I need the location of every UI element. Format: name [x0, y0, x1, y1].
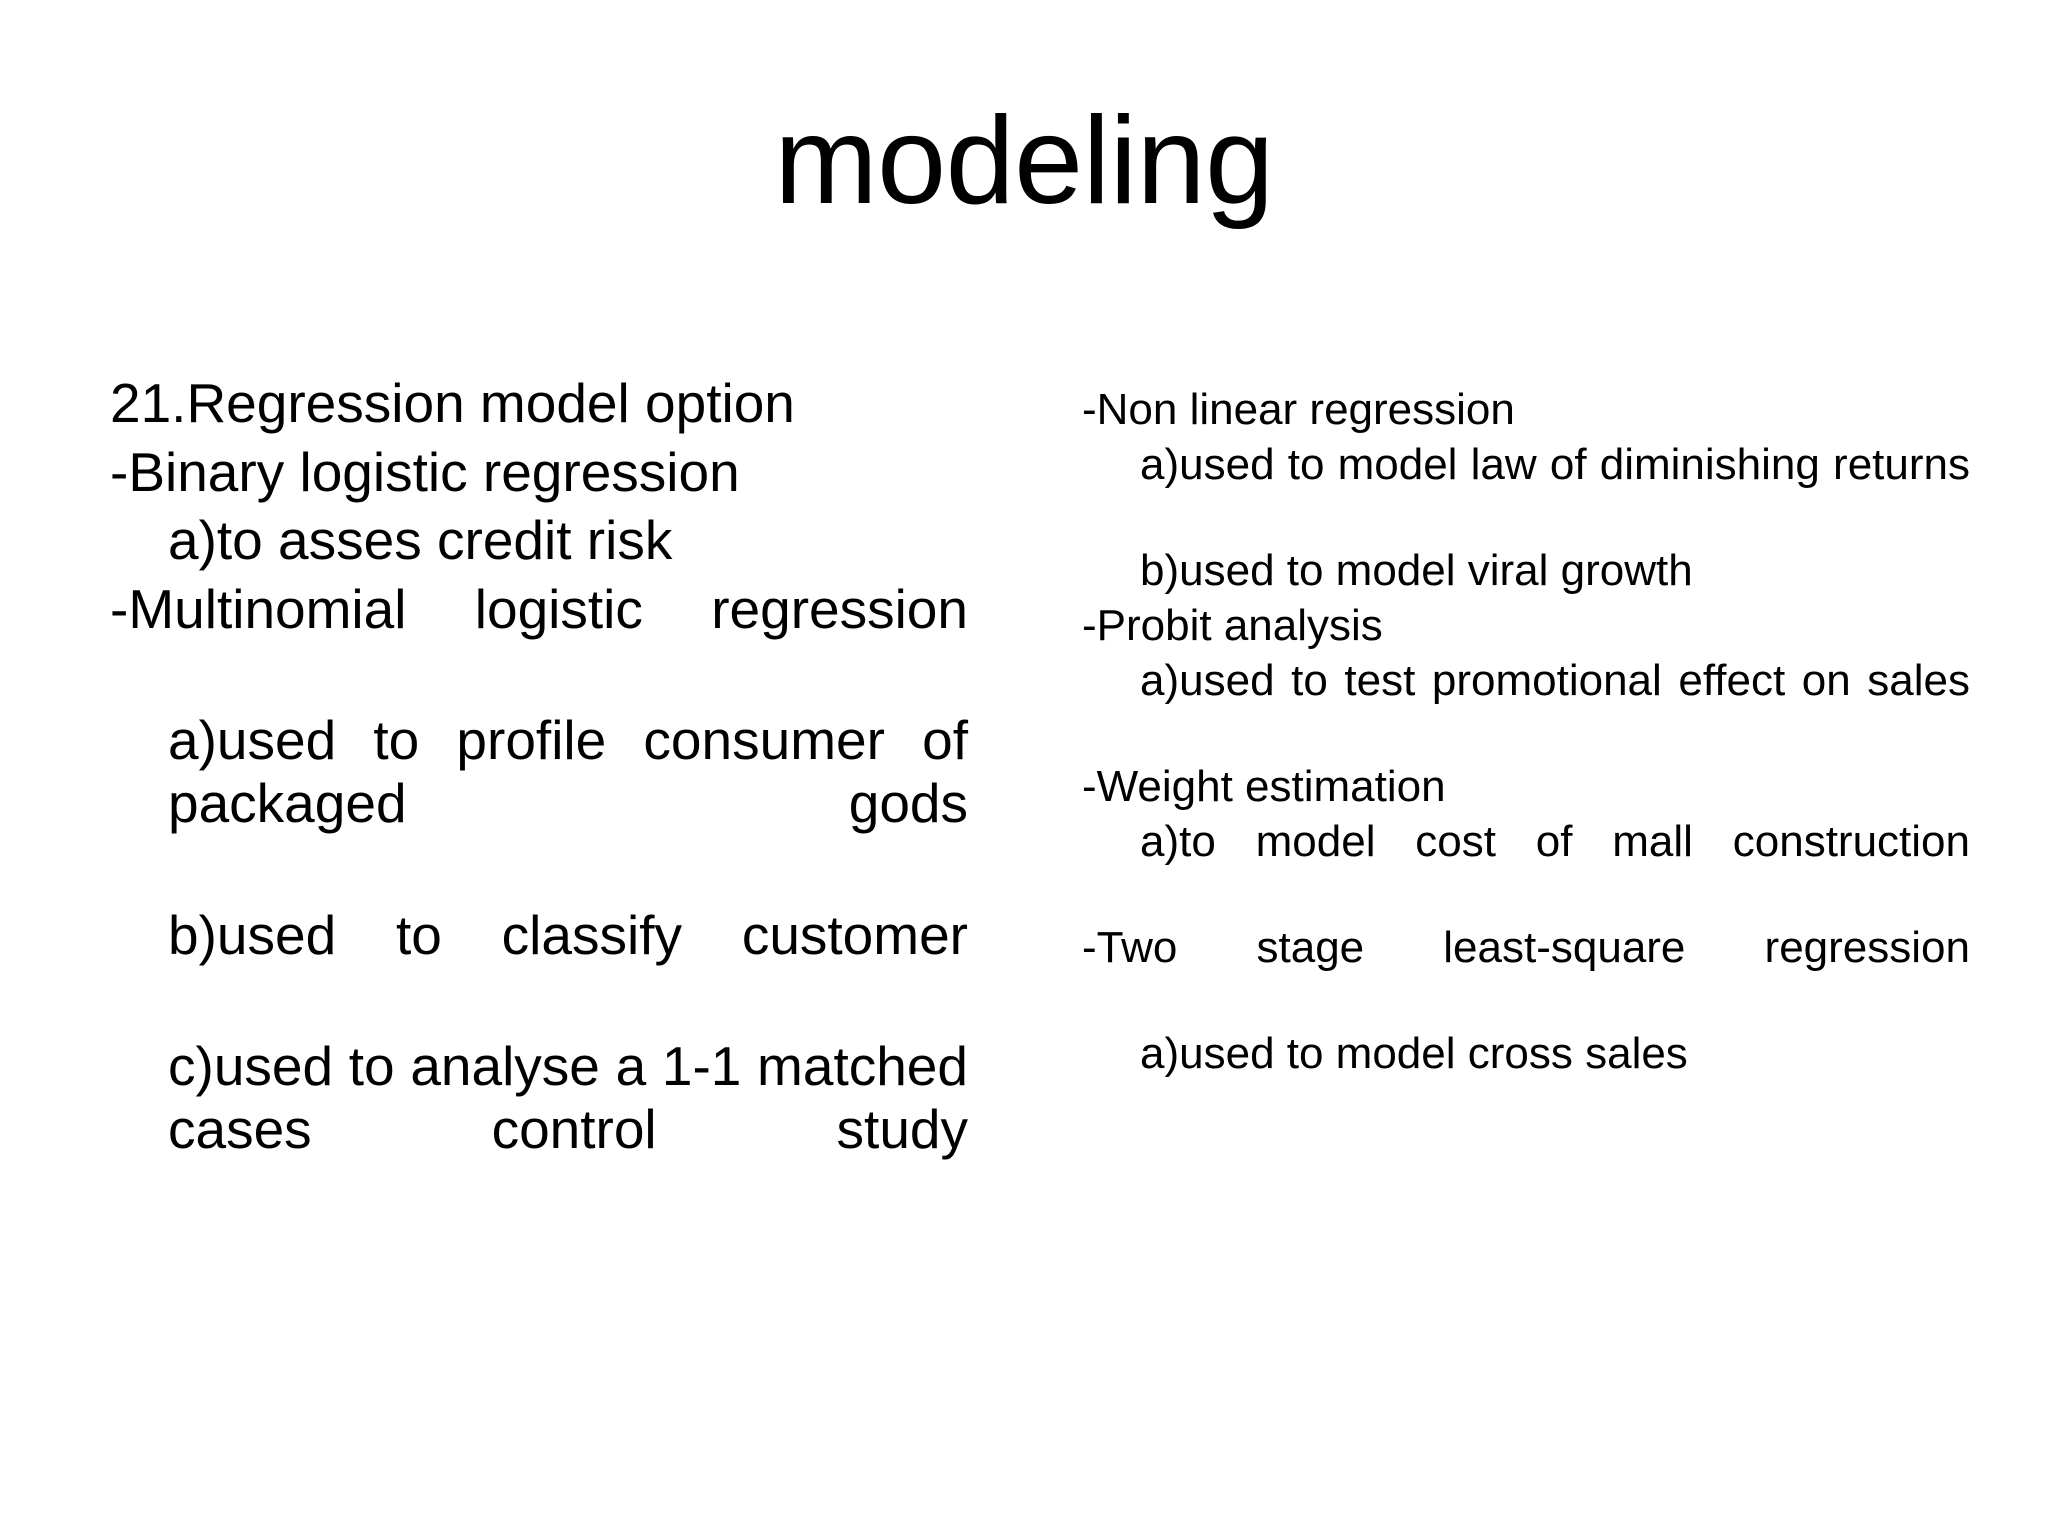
bullet-right-8: a)used to model cross sales [1140, 1029, 1688, 1079]
bullet-left-5: b)used to classify customer [168, 903, 968, 966]
bullet-left-2: a)to asses credit risk [168, 509, 673, 572]
bullet-right-1: a)used to model law of diminishing retur… [1140, 440, 1970, 490]
page-title: modeling [774, 92, 1274, 230]
right-content-column: -Non linear regression a)used to model l… [1020, 372, 2030, 1083]
bullet-right-4: a)used to test promotional effect on sal… [1140, 656, 1970, 706]
bullet-left-6: c)used to analyse a 1-1 matched cases co… [168, 1034, 968, 1160]
bullet-right-0: -Non linear regression [1082, 385, 1515, 434]
slide-body: 21.Regression model option -Binary logis… [0, 372, 2048, 1229]
bullet-left-0: 21.Regression model option [110, 372, 795, 434]
bullet-left-4: a)used to profile consumer of packaged g… [168, 709, 968, 835]
left-content-column: 21.Regression model option -Binary logis… [0, 372, 1020, 1229]
bullet-right-7: -Two stage least-square regression [1082, 923, 1970, 973]
bullet-right-6: a)to model cost of mall construction [1140, 817, 1970, 867]
bullet-right-2: b)used to model viral growth [1140, 546, 1693, 596]
bullet-left-3: -Multinomial logistic regression [110, 578, 968, 641]
bullet-right-3: -Probit analysis [1082, 601, 1383, 651]
bullet-left-1: -Binary logistic regression [110, 440, 740, 503]
bullet-right-5: -Weight estimation [1082, 762, 1446, 812]
